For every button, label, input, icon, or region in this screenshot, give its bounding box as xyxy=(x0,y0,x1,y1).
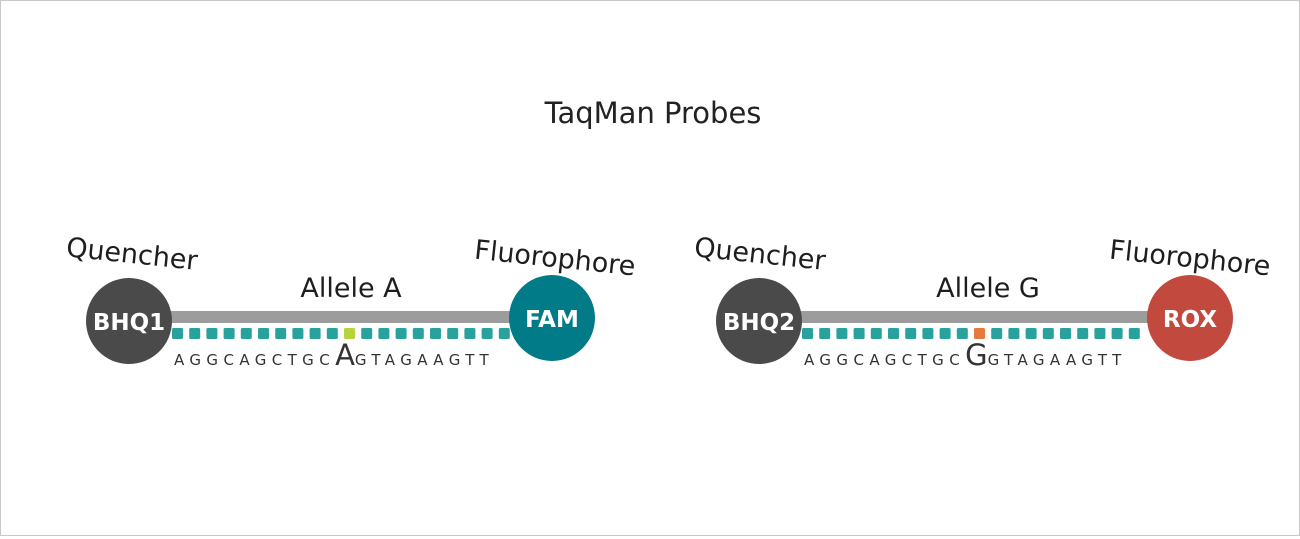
base-square xyxy=(1008,328,1020,339)
base-square xyxy=(1042,328,1054,339)
base-square xyxy=(292,328,304,339)
quencher-name: BHQ1 xyxy=(93,310,165,336)
quencher-label: Quencher xyxy=(65,232,200,277)
sequence: AGGCAGCTGCAGTAGAAGTT xyxy=(174,338,494,372)
base-square xyxy=(223,328,235,339)
base-square xyxy=(206,328,218,339)
base-square xyxy=(378,328,390,339)
fluorophore-circle xyxy=(509,275,595,361)
quencher-circle xyxy=(716,278,802,364)
sequence: AGGCAGCTGCGGTAGAAGTT xyxy=(804,338,1127,372)
snp-base: G xyxy=(965,338,987,372)
quencher-label: Quencher xyxy=(693,232,828,277)
base-square xyxy=(464,328,476,339)
allele-label: Allele A xyxy=(300,273,402,304)
quencher-name: BHQ2 xyxy=(723,310,795,336)
base-square xyxy=(1060,328,1071,339)
base-square xyxy=(905,328,917,339)
fluorophore-circle xyxy=(1147,275,1233,361)
base-square xyxy=(309,328,321,339)
snp-base: A xyxy=(335,338,355,372)
base-square xyxy=(1128,328,1140,339)
base-square xyxy=(1077,328,1089,339)
base-square xyxy=(922,328,934,339)
base-square xyxy=(172,328,183,339)
snp-marker xyxy=(974,328,985,339)
base-square xyxy=(326,328,338,339)
fluorophore-name: ROX xyxy=(1163,307,1217,333)
snp-marker xyxy=(344,328,355,339)
allele-label: Allele G xyxy=(936,273,1040,304)
base-square xyxy=(240,328,252,339)
base-square xyxy=(189,328,201,339)
base-square xyxy=(412,328,424,339)
base-square xyxy=(802,328,813,339)
base-square xyxy=(991,328,1003,339)
base-square xyxy=(1025,328,1037,339)
base-square xyxy=(956,328,968,339)
diagram-title: TaqMan Probes xyxy=(544,96,762,130)
base-square xyxy=(430,328,441,339)
base-square xyxy=(1094,328,1106,339)
base-square xyxy=(258,328,269,339)
base-square xyxy=(819,328,831,339)
base-square xyxy=(1111,328,1123,339)
base-square xyxy=(853,328,865,339)
base-square xyxy=(361,328,373,339)
base-square xyxy=(481,328,493,339)
base-square xyxy=(275,328,287,339)
quencher-circle xyxy=(86,278,172,364)
base-square xyxy=(498,328,510,339)
base-square xyxy=(447,328,459,339)
base-square xyxy=(836,328,848,339)
base-square xyxy=(395,328,407,339)
base-square xyxy=(939,328,951,339)
base-square xyxy=(888,328,899,339)
base-square xyxy=(870,328,882,339)
fluorophore-name: FAM xyxy=(525,307,579,333)
